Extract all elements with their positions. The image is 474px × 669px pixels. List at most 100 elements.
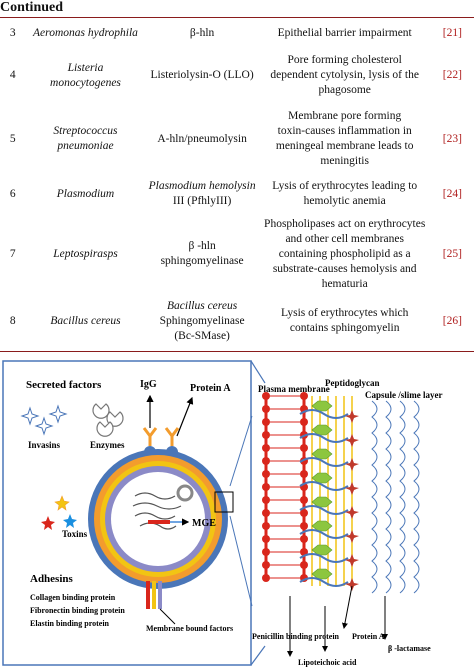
effect-line: Pore forming cholesterol [287, 54, 402, 66]
toxin-cell: β -hln sphingomyelinase [146, 213, 259, 295]
enzymes-icon [92, 403, 124, 437]
collagen-label: Collagen binding protein [30, 593, 116, 602]
table-top-rule [0, 17, 474, 18]
zoom-line-top [250, 360, 266, 384]
beta-lactamase-star [345, 530, 359, 543]
effect-cell: Lysis of erythrocytes which contains sph… [259, 295, 431, 347]
protein-a-arrow-right [341, 585, 353, 629]
effect-line: dependent cytolysin, lysis of the [270, 69, 419, 81]
organism-cell: Streptococcus pneumoniae [25, 103, 145, 175]
beta-lactamase-label: β -lactamase [388, 644, 431, 653]
reference-link[interactable]: [22] [442, 69, 462, 81]
row-number: 7 [9, 247, 16, 260]
beta-lactamase-star [345, 458, 359, 471]
protein-a-right-label: Protein A [352, 632, 385, 641]
toxin-line: β -hln [188, 240, 216, 252]
protein-a-top-label: Protein A [190, 383, 231, 394]
capsule-strand [413, 400, 420, 594]
penicillin-label: Penicillin binding protein [252, 632, 340, 641]
reference-link[interactable]: [24] [442, 187, 462, 200]
lipoteichoic-strand [299, 409, 349, 419]
effect-line: contains sphingomyelin [289, 322, 400, 334]
zoom-box [214, 491, 234, 513]
reference-link[interactable]: [26] [442, 314, 462, 327]
toxin-line: Sphingomyelinase [159, 314, 245, 327]
toxin-cell: Listeriolysin-O (LLO) [150, 69, 254, 81]
capsule-label: Capsule /slime layer [365, 390, 443, 400]
lipoteichoic-strand [299, 433, 349, 443]
organism-line: pneumoniae [57, 140, 114, 152]
effect-line: Phospholipases act on erythrocytes [264, 217, 426, 230]
toxin-table: 3 Aeromonas hydrophila β-hln Epithelial … [0, 18, 474, 347]
zoom-connector-top [229, 415, 253, 487]
effect-line: Epithelial barrier impairment [277, 26, 412, 39]
beta-lactamase-star [345, 410, 359, 423]
membrane-bound-pointer [159, 608, 176, 625]
effect-line: Lysis of erythrocytes leading to [272, 180, 418, 192]
effect-line: meningitis [320, 155, 369, 167]
lipoteichoic-strand [299, 553, 349, 563]
lipoteichoic-strand [299, 481, 349, 491]
peptidoglycan-label: Peptidoglycan [325, 378, 380, 388]
table-row: 5 Streptococcus pneumoniae A-hln/pneumoly… [0, 103, 474, 175]
plasma-membrane-label: Plasma membrane [258, 384, 330, 394]
toxin-line: III (PfhlyIII) [172, 195, 232, 207]
organism-line: Streptococcus [53, 125, 118, 137]
adhesin-bar-red [146, 581, 150, 609]
reference-link[interactable]: [21] [442, 26, 462, 39]
effect-cell: Epithelial barrier impairment [259, 18, 431, 48]
effect-cell: Phospholipases act on erythrocytes and o… [259, 213, 431, 295]
table-bottom-rule [0, 351, 474, 352]
chromosome-icon [132, 492, 182, 530]
igg-label: IgG [140, 379, 157, 390]
reference-link[interactable]: [25] [442, 247, 462, 260]
lipoteichoic-label: Lipoteichoic acid [298, 658, 357, 667]
toxins-icon [41, 495, 77, 530]
row-number: 4 [9, 69, 16, 81]
beta-lactamase-star [345, 506, 359, 519]
capsule-strand [385, 400, 392, 594]
protein-a-arrow-top [176, 396, 194, 437]
toxin-line: sphingomyelinase [160, 255, 244, 267]
membrane-bound-label: Membrane bound factors [146, 624, 233, 633]
mge-element [148, 520, 170, 524]
toxin-cell: β-hln [146, 18, 259, 48]
organism-line: Listeria [67, 61, 104, 74]
invasins-icon [20, 404, 68, 436]
effect-line: substrate-causes hemolysis and [272, 262, 417, 275]
effect-line: toxin-causes inflammation in [277, 125, 412, 137]
organism-cell: Plasmodium [56, 187, 115, 200]
toxin-line: (Bc-SMase) [174, 329, 230, 342]
beta-lactamase-star [345, 434, 359, 447]
capsule-strand [399, 400, 406, 594]
secreted-factors-label: Secreted factors [26, 379, 102, 391]
adhesin-bar-purple [158, 581, 162, 609]
plasmid-icon [176, 484, 194, 502]
beta-lactamase-star [345, 482, 359, 495]
organism-cell: Aeromonas hydrophila [33, 26, 138, 39]
igg-antibody-icon [142, 427, 180, 452]
adhesins-label: Adhesins [30, 573, 74, 585]
table-row: 7 Leptospirasps β -hln sphingomyelinase P… [0, 213, 474, 295]
organism-cell: Leptospirasps [53, 247, 118, 260]
toxin-cell: A-hln/pneumolysin [157, 132, 247, 145]
effect-line: containing phospholipid as a [278, 247, 411, 260]
table-row: 3 Aeromonas hydrophila β-hln Epithelial … [0, 18, 474, 48]
lipoteichoic-strand [299, 577, 349, 587]
beta-lactamase-star [345, 554, 359, 567]
effect-line: Membrane pore forming [288, 110, 402, 122]
effect-line: hemolytic anemia [303, 195, 386, 207]
row-number: 5 [9, 132, 16, 145]
mge-label: MGE [192, 518, 216, 529]
reference-link[interactable]: [23] [442, 132, 462, 145]
lipoteichoic-strand [299, 529, 349, 539]
capsule-layer [371, 400, 420, 594]
continued-label: Continued [0, 0, 64, 15]
toxins-label: Toxins [62, 529, 88, 539]
elastin-label: Elastin binding protein [30, 619, 110, 628]
organism-cell: Bacillus cereus [50, 314, 121, 327]
